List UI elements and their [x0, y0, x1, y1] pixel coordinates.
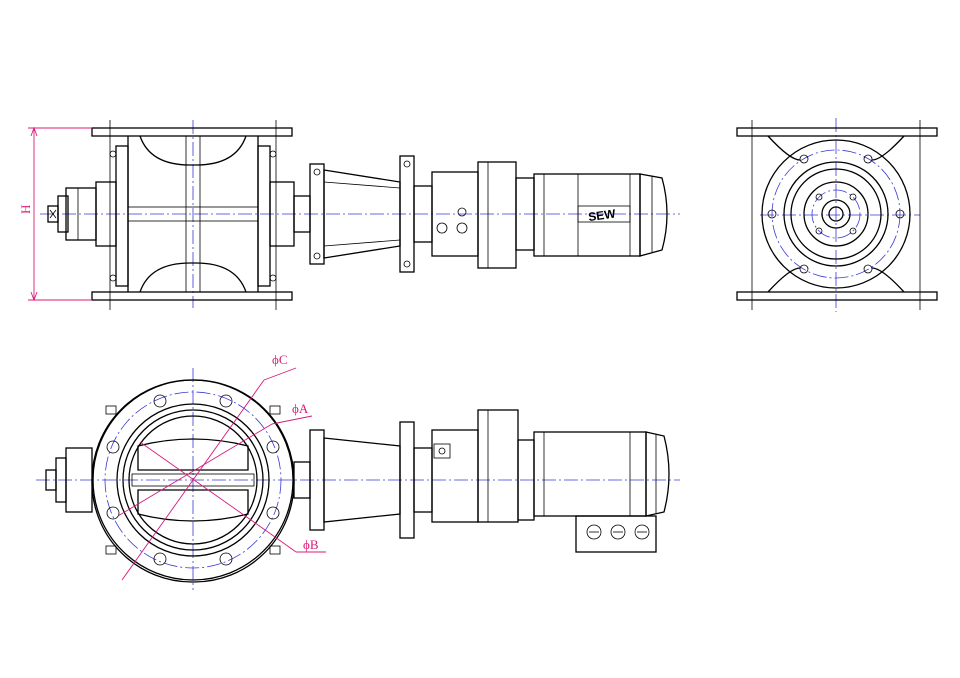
dia-c-label: ϕC: [272, 352, 288, 367]
plan-view: [36, 368, 680, 590]
height-dimension: [28, 126, 92, 302]
height-label: H: [18, 205, 33, 214]
diameter-leaders: [117, 367, 326, 581]
motor-brand-label-front: SEW: [587, 206, 617, 224]
dia-a-label: ϕA: [292, 401, 309, 416]
side-view: [736, 118, 938, 312]
front-view: [40, 120, 680, 310]
dia-b-label: ϕB: [303, 537, 319, 552]
